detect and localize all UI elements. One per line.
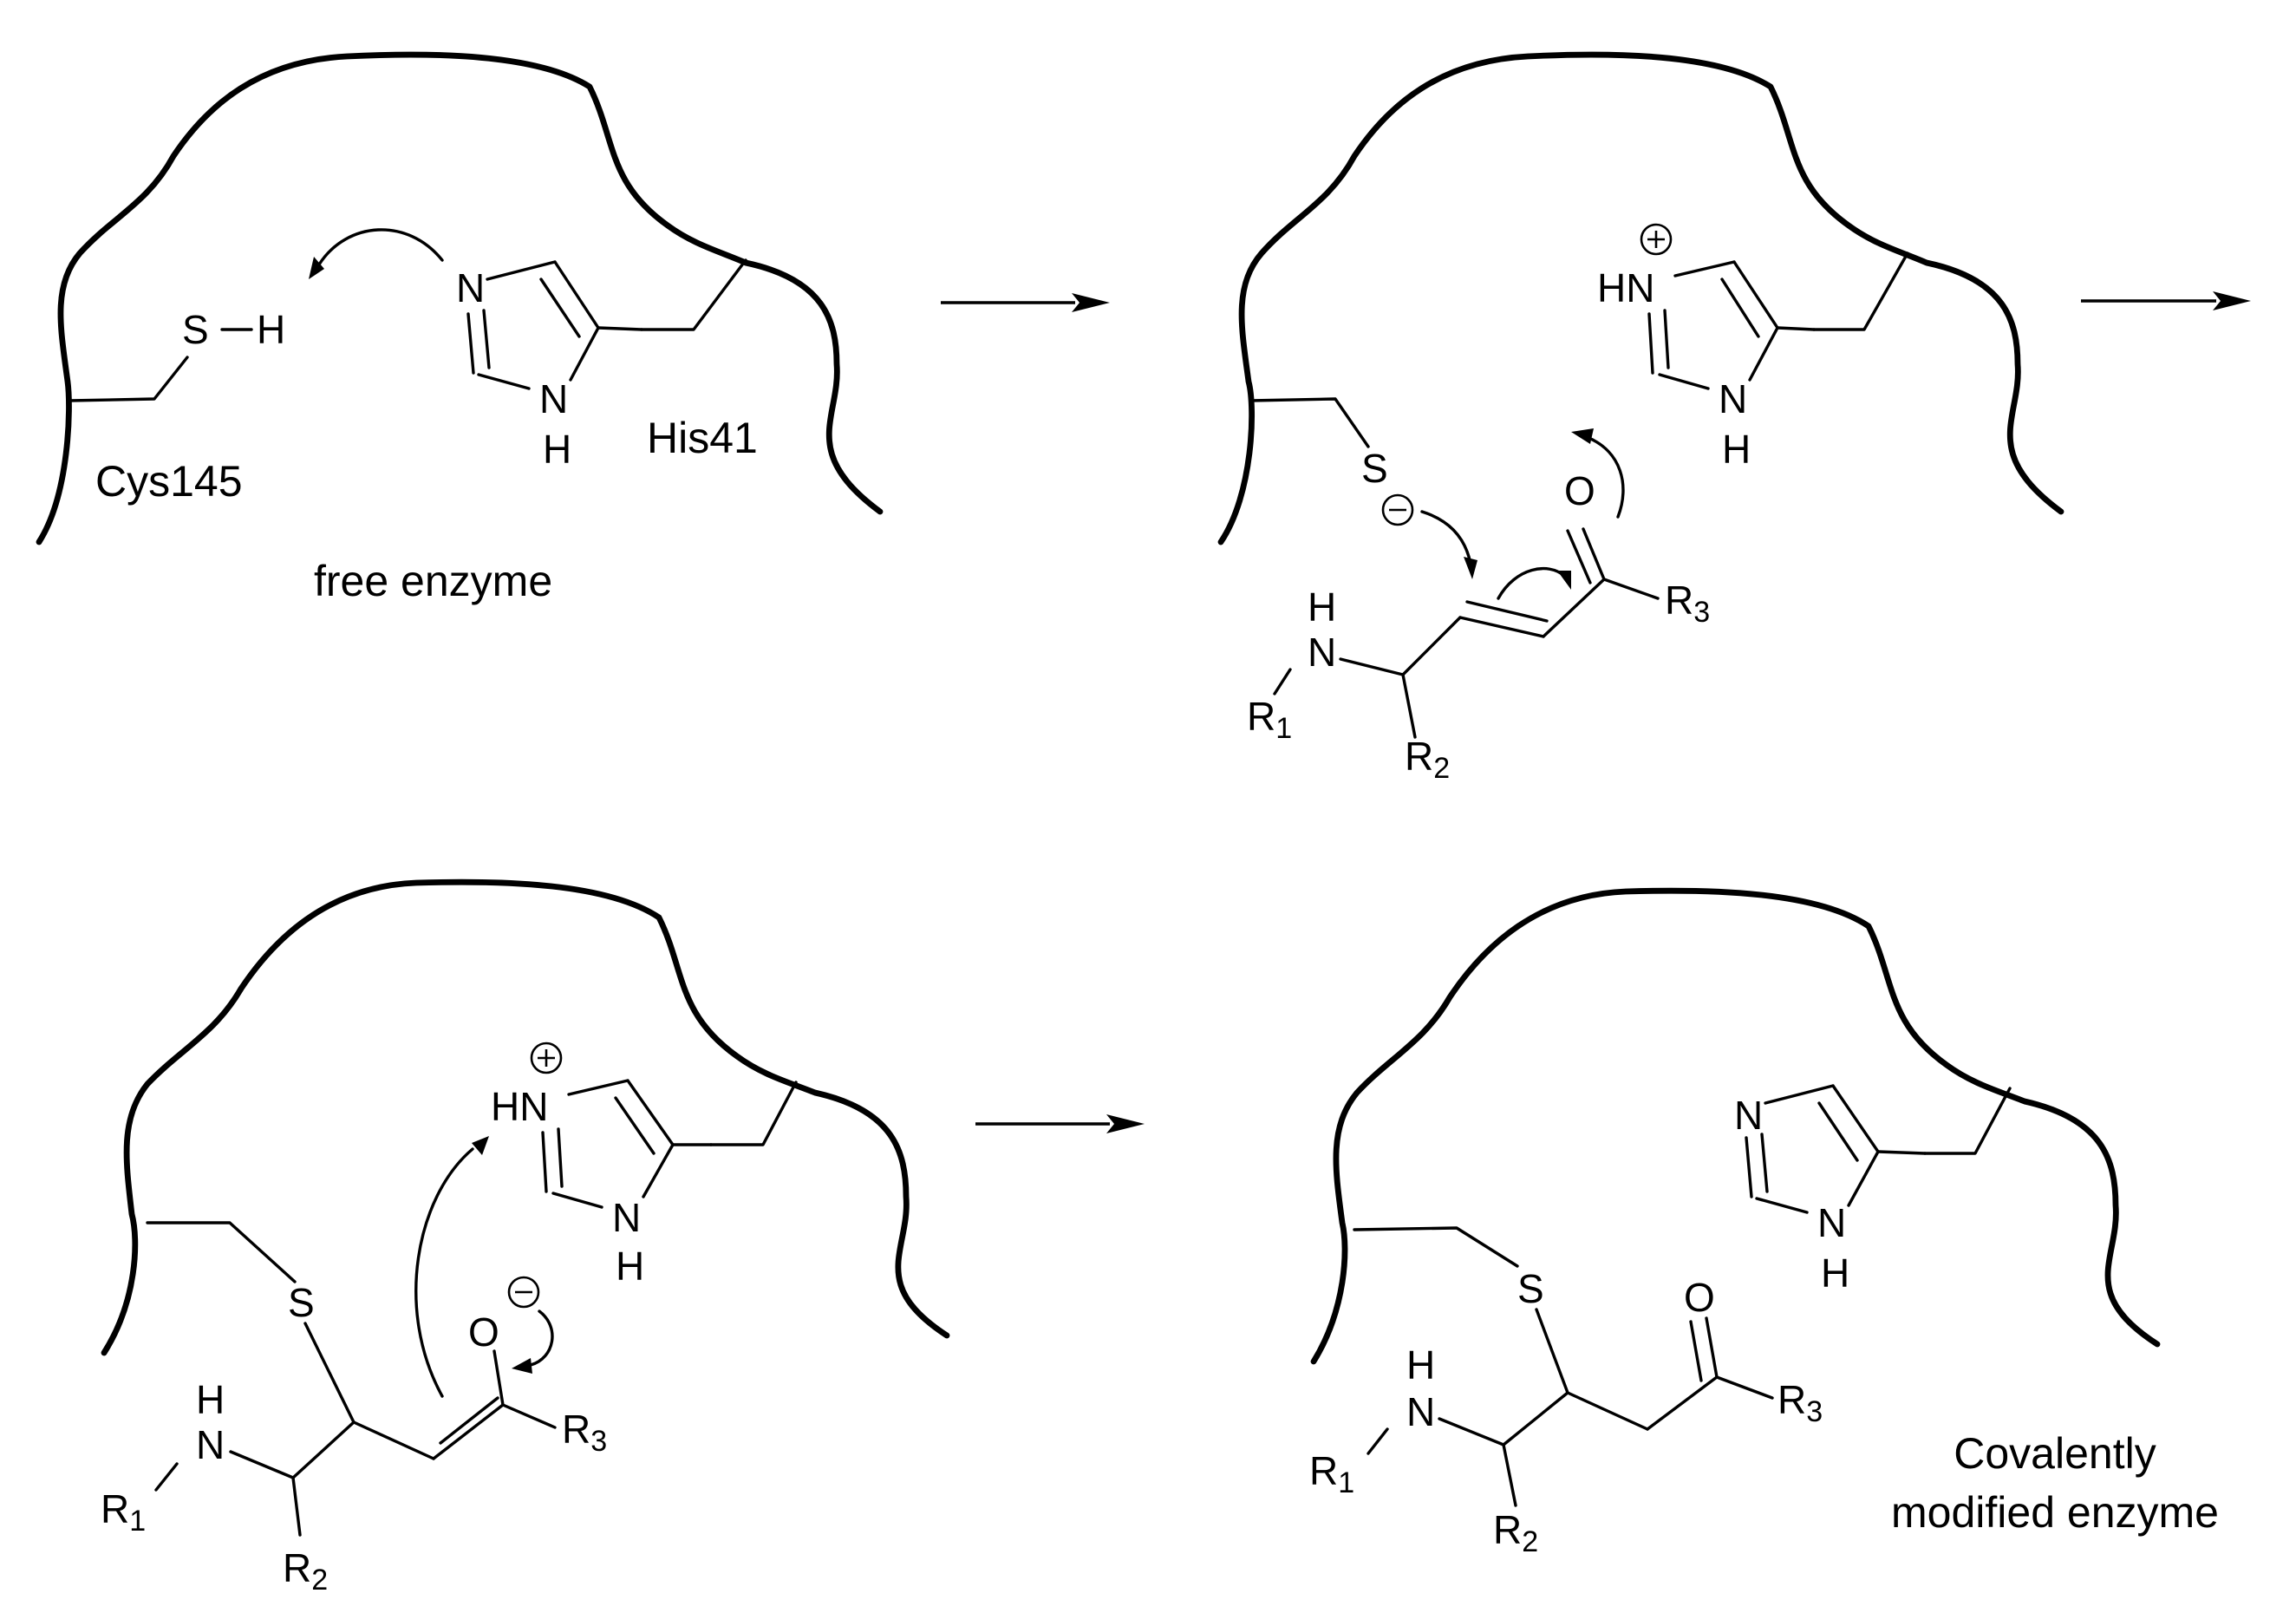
nitrogen-atom: N — [456, 265, 485, 310]
free-enzyme-caption: free enzyme — [314, 557, 552, 605]
covalently-caption-line1: Covalently — [1954, 1429, 2156, 1478]
r2-group: R2 — [283, 1545, 328, 1597]
imidazolium-ring: HN N H — [1597, 223, 1816, 472]
nh-hydrogen: H — [1722, 427, 1751, 472]
sulfur-atom: S — [1361, 446, 1388, 491]
r3-group: R3 — [1665, 578, 1710, 629]
enzyme-pocket-outline — [36, 51, 884, 545]
amine-nitrogen: N — [1406, 1389, 1435, 1434]
reaction-arrow-1 — [941, 293, 1110, 312]
nh-hydrogen: H — [616, 1244, 644, 1289]
sulfur-atom: S — [288, 1280, 315, 1325]
panel-enolate-intermediate: S HN N H H N R1 — [101, 878, 950, 1597]
enolate-substrate: H N R1 R2 O R3 — [101, 1276, 607, 1597]
positive-charge-icon — [1640, 223, 1673, 256]
r3-group: R3 — [1777, 1377, 1823, 1428]
cys145-label: Cys145 — [95, 457, 243, 506]
nh-nitrogen: N — [1817, 1200, 1846, 1245]
amine-nitrogen: N — [1308, 630, 1336, 675]
r1-group: R1 — [101, 1486, 146, 1538]
curly-arrow-proton-transfer — [317, 228, 444, 266]
r2-group: R2 — [1493, 1507, 1538, 1558]
michael-acceptor-substrate: H N R1 R2 O R3 — [1247, 468, 1710, 785]
amine-nitrogen: N — [196, 1422, 225, 1467]
his41-label: His41 — [647, 414, 758, 462]
nh-nitrogen: N — [1719, 376, 1747, 421]
adduct-substrate: H N R1 R2 O R3 — [1309, 1275, 1823, 1558]
reaction-arrow-3 — [975, 1114, 1145, 1133]
covalently-caption-line2: modified enzyme — [1891, 1488, 2219, 1537]
amine-hydrogen: H — [196, 1377, 225, 1422]
nitrogen-atom: N — [1734, 1093, 1763, 1138]
r3-group: R3 — [562, 1407, 607, 1458]
curly-arrow-thiolate-attack — [1420, 510, 1472, 565]
enzyme-pocket-outline — [101, 878, 950, 1356]
enzyme-pocket-outline — [1310, 887, 2161, 1365]
negative-charge-icon — [507, 1276, 540, 1309]
positive-charge-icon — [530, 1042, 563, 1074]
carbonyl-oxygen: O — [1684, 1275, 1715, 1320]
enzyme-pocket-outline — [1217, 51, 2064, 545]
panel-covalently-modified-enzyme: S N N H H N R1 R2 O — [1309, 887, 2219, 1558]
negative-charge-icon — [1381, 493, 1414, 526]
r1-group: R1 — [1247, 694, 1292, 745]
amine-hydrogen: H — [1308, 584, 1336, 630]
nh-nitrogen: N — [612, 1195, 641, 1240]
hydrogen-atom: H — [257, 307, 285, 352]
panel-thiolate-attack: S HN N H H N — [1217, 51, 2064, 785]
sulfur-atom: S — [1517, 1266, 1544, 1311]
enolate-oxygen: O — [468, 1309, 499, 1355]
nh-hydrogen: H — [1821, 1251, 1849, 1296]
hn-nitrogen: HN — [491, 1084, 548, 1129]
r1-group: R1 — [1309, 1448, 1354, 1499]
curly-arrow-enolate-oxygen — [529, 1309, 554, 1367]
curly-arrow-carbonyl-shift — [1585, 435, 1625, 519]
sulfur-atom: S — [182, 307, 209, 352]
r2-group: R2 — [1405, 734, 1450, 785]
nh-nitrogen: N — [539, 376, 568, 421]
reaction-arrow-2 — [2081, 291, 2251, 310]
curly-arrow-protonation — [414, 1147, 474, 1398]
imidazole-ring: N N H — [456, 260, 643, 472]
curly-arrow-double-bond-shift — [1497, 566, 1566, 600]
amine-hydrogen: H — [1406, 1342, 1435, 1388]
imidazole-ring: N N H — [1734, 1084, 1927, 1296]
panel-free-enzyme: S H N N H Cys145 His41 free enzyme — [36, 51, 884, 605]
hn-nitrogen: HN — [1597, 265, 1654, 310]
imidazolium-ring: HN N H — [491, 1042, 713, 1289]
carbonyl-oxygen: O — [1564, 468, 1595, 513]
nh-hydrogen: H — [543, 427, 571, 472]
